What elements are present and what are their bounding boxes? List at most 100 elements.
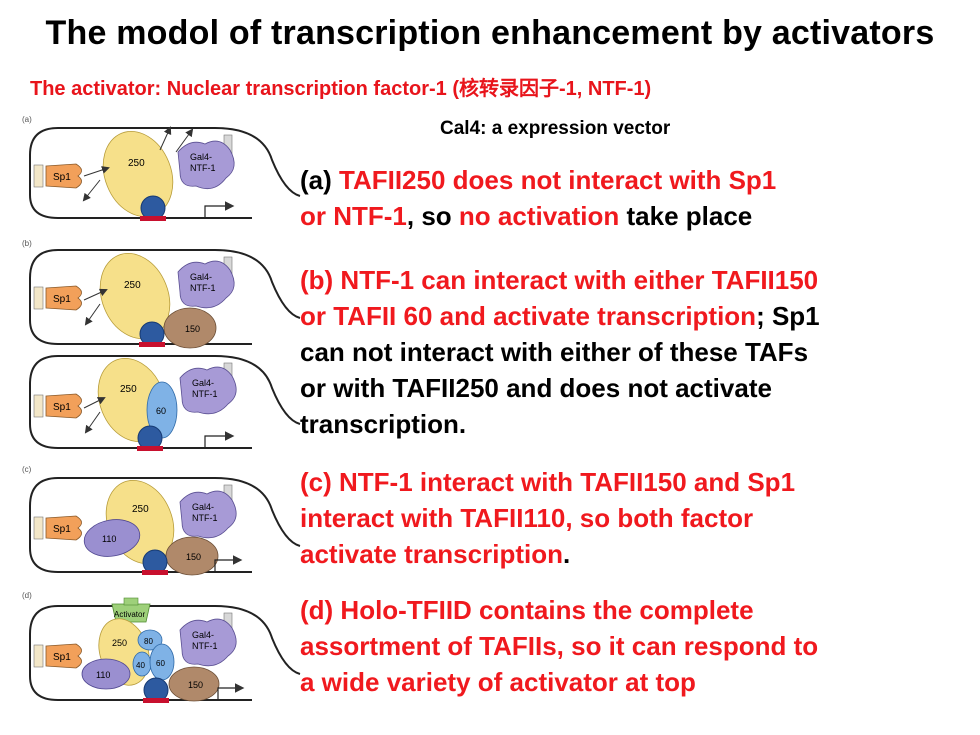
block-c-line-1: (c) NTF-1 interact with TAFII150 and Sp1 [300,467,796,497]
panel-b2-arrow-1 [83,397,106,409]
panel-d-activator-label: Activator [114,610,145,619]
panel-d-taf110-label: 110 [96,670,110,680]
block-b-line-2: or TAFII 60 and activate transcription; … [300,298,820,334]
slide-title: The modol of transcription enhancement b… [45,14,935,52]
panel-b-label: (b) [22,239,32,248]
panel-b2: Sp1 250 60 Gal4- NTF-1 [29,355,301,451]
panel-d-gal4-l2: NTF-1 [192,641,218,651]
panel-c-dna-loop [29,477,301,573]
panel-d-taf40-label: 40 [136,661,145,670]
panel-a-tss-arrow [204,201,235,218]
block-d-line-3: a wide variety of activator at top [300,667,696,697]
panel-d-gal4-shape [179,618,237,667]
panel-a-label: (a) [22,115,32,124]
panel-d-taf150-shape [168,666,220,702]
block-b-red-part: or TAFII 60 and activate transcription [300,301,757,331]
text-block-d: (d) Holo-TFIID contains the complete ass… [300,592,818,700]
panel-a: (a) Sp1 250 Gal4- NTF-1 [22,115,301,221]
block-b-line-4: or with TAFII250 and does not activate [300,373,772,403]
panel-a-arrow-4 [175,128,194,153]
panel-b1-taf150-label: 150 [185,324,200,334]
panel-b2-gc-box [33,394,44,418]
block-c-period: . [562,539,571,569]
panel-c-taf250-label: 250 [132,504,149,515]
panel-c-taf110-label: 110 [102,534,116,544]
panel-d-gal4-l1: Gal4- [192,630,214,640]
slide-subtitle: The activator: Nuclear transcription fac… [30,78,652,100]
panel-a-taf250-label: 250 [128,158,145,169]
panel-a-tata-box [140,216,166,221]
panel-d-label: (d) [22,591,32,600]
panel-b1-arrow-2 [84,303,101,326]
panel-d-taf80-shape [137,629,163,651]
panel-a-gc-box [33,164,44,188]
panel-b2-gal4-l1: Gal4- [192,378,214,388]
block-b-line-3: can not interact with either of these TA… [300,337,809,367]
block-c-line-3: activate transcription. [300,536,795,572]
panel-b1-sp1-label: Sp1 [53,294,71,305]
panel-b1-gal4-l1: Gal4- [190,272,212,282]
panel-b1-taf150-shape [163,307,217,349]
panel-b1-sp1-shape [45,285,82,311]
panel-a-arrow-1 [83,166,110,177]
block-c-red-part: activate transcription [300,539,563,569]
block-d-line-2: assortment of TAFIIs, so it can respond … [300,631,819,661]
text-block-a: (a) TAFII250 does not interact with Sp1 … [300,162,776,234]
panel-d-taf250-label: 250 [112,638,127,648]
panel-d-tata-box [143,698,169,703]
panel-c-gc-box [33,516,44,540]
panel-c-taf150-shape [165,536,219,576]
panel-a-gal4-l1: Gal4- [190,152,212,162]
panel-b2-taf250-label: 250 [120,384,137,395]
panel-d-activator-cap [123,597,139,606]
block-b-sp1: ; Sp1 [756,301,820,331]
panel-d: (d) Sp1 Activator 250 110 80 40 60 Gal4-… [22,591,301,703]
block-a-label: (a) [300,165,339,195]
panel-b1: (b) Sp1 250 Gal4- NTF-1 150 [22,239,301,349]
block-a-take-place: take place [619,201,753,231]
text-block-b: (b) NTF-1 can interact with either TAFII… [300,262,820,442]
text-block-c: (c) NTF-1 interact with TAFII150 and Sp1… [300,464,795,572]
panel-a-arrow-2 [82,179,101,202]
panel-b2-arrow-2 [84,411,101,434]
block-a-so: , so [406,201,459,231]
panel-c-tata-box [142,570,168,575]
panel-d-sp1-label: Sp1 [53,652,71,663]
panel-c-taf110-shape [83,519,141,557]
panel-d-taf80-label: 80 [144,637,153,646]
block-a-line-1: (a) TAFII250 does not interact with Sp1 [300,162,776,198]
panel-d-taf150-label: 150 [188,680,203,690]
panel-c-sp1-shape [45,515,82,541]
panel-c-taf150-label: 150 [186,552,201,562]
block-a-text-red: TAFII250 does not interact with Sp1 [339,165,777,195]
block-a-line-2: or NTF-1, so no activation take place [300,198,776,234]
panel-d-dna-loop [29,605,301,701]
block-b-line-5: transcription. [300,409,467,439]
panel-b2-sp1-label: Sp1 [53,402,71,413]
panel-b2-sp1-shape [45,393,82,419]
panel-b2-tata-box [137,446,163,451]
panel-a-arrow-3 [159,126,172,151]
panel-b1-tata-box [139,342,165,347]
block-b-line-1: (b) NTF-1 can interact with either TAFII… [300,265,819,295]
panel-d-sp1-shape [45,643,82,669]
panel-c-gal4-l2: NTF-1 [192,513,218,523]
panel-a-taf250-shape [102,130,174,218]
panel-c-gal4-l1: Gal4- [192,502,214,512]
panel-c-label: (c) [22,465,32,474]
block-a-ntf1: or NTF-1 [300,201,407,231]
panel-c: (c) Sp1 250 110 Gal4- NTF-1 150 [22,465,301,576]
panel-a-sp1-label: Sp1 [53,172,71,183]
block-a-no-activation: no activation [458,201,620,231]
panel-b1-gc-box [33,286,44,310]
panel-a-gal4-l2: NTF-1 [190,163,216,173]
panel-c-sp1-label: Sp1 [53,524,71,535]
panel-d-taf60-label: 60 [156,659,165,668]
panel-d-gc-box [33,644,44,668]
panel-b1-dna-loop [29,249,301,345]
panel-b1-gal4-l2: NTF-1 [190,283,216,293]
panel-a-dna-loop [29,127,301,219]
panel-b2-tss-arrow [204,431,235,448]
panel-b2-gal4-l2: NTF-1 [192,389,218,399]
block-c-line-2: interact with TAFII110, so both factor [300,503,754,533]
